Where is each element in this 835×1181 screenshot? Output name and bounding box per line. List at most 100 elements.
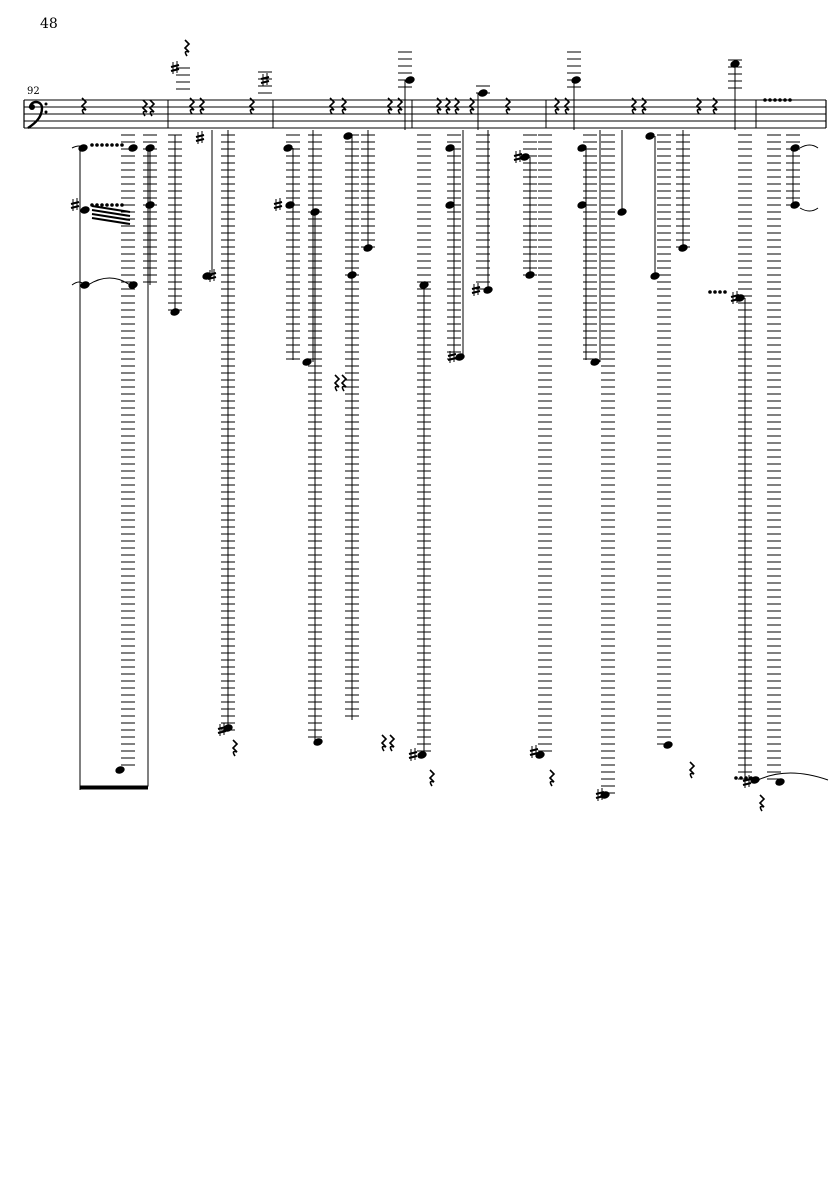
quarter-rest-icon [553, 97, 561, 115]
note-stems [79, 64, 794, 790]
notehead [645, 132, 655, 140]
notehead [343, 132, 353, 140]
notehead [445, 144, 455, 152]
notehead [128, 281, 138, 289]
dot [110, 203, 114, 207]
quarter-rest-icon [340, 374, 348, 392]
quarter-rest-icon [396, 97, 404, 115]
notehead [520, 153, 530, 161]
sharp-icon [513, 150, 523, 163]
beam [91, 205, 131, 213]
notehead [678, 244, 688, 252]
ledger-lines [121, 51, 800, 794]
tie [71, 145, 85, 149]
notehead [347, 271, 357, 279]
dot [723, 290, 727, 294]
sharp-icon [529, 745, 539, 758]
quarter-rest-icon [388, 734, 396, 752]
sharp-icon [447, 350, 457, 363]
notehead [577, 201, 587, 209]
quarter-rest-icon [435, 97, 443, 115]
notehead [790, 201, 800, 209]
notehead [617, 208, 627, 216]
quarter-rest-icon [453, 97, 461, 115]
notehead [202, 272, 212, 280]
sharp-icon [273, 198, 283, 211]
quarter-rest-icon [504, 97, 512, 115]
notehead [590, 358, 600, 366]
quarter-rest-icon [630, 97, 638, 115]
notehead [115, 766, 125, 774]
dot [734, 776, 738, 780]
quarter-rest-icon [141, 99, 149, 117]
quarter-rest-icon [333, 374, 341, 392]
beam [91, 217, 131, 225]
quarter-rest-icon [340, 97, 348, 115]
sharp-icon [70, 198, 80, 211]
dot [778, 98, 782, 102]
dot [744, 776, 748, 780]
notehead [650, 272, 660, 280]
notehead [577, 144, 587, 152]
dot [115, 143, 119, 147]
notehead [663, 741, 673, 749]
dot [739, 776, 743, 780]
notehead [445, 201, 455, 209]
dot [115, 203, 119, 207]
sharp-icon [408, 748, 418, 761]
quarter-rest-icon [428, 769, 436, 787]
dot [773, 98, 777, 102]
quarter-rest-icon [640, 97, 648, 115]
dot [708, 290, 712, 294]
notehead [302, 358, 312, 366]
notehead [285, 201, 295, 209]
quarter-rest-icon [548, 769, 556, 787]
quarter-rest-icon [758, 794, 766, 812]
dot [105, 143, 109, 147]
notehead [313, 738, 323, 746]
note-heads [78, 60, 800, 799]
notehead [170, 308, 180, 316]
quarter-rest-icon [688, 761, 696, 779]
measure-number: 92 [27, 86, 40, 97]
quarter-rest-icon [231, 739, 239, 757]
quarter-rest-icon [444, 97, 452, 115]
notation-marks [70, 39, 829, 812]
sharp-icon [471, 283, 481, 296]
dot [718, 290, 722, 294]
dot [763, 98, 767, 102]
dot [713, 290, 717, 294]
notehead [790, 144, 800, 152]
dot [120, 143, 124, 147]
quarter-rest-icon [328, 97, 336, 115]
sharp-icon [170, 61, 180, 74]
tie [799, 207, 819, 212]
tie [799, 144, 819, 149]
sharp-icon [207, 269, 217, 282]
quarter-rest-icon [80, 97, 88, 115]
dot [100, 203, 104, 207]
quarter-rest-icon [248, 97, 256, 115]
quarter-rest-icon [188, 97, 196, 115]
dot [783, 98, 787, 102]
sharp-icon [195, 131, 205, 144]
notehead [735, 294, 745, 302]
notehead [283, 144, 293, 152]
beam [91, 213, 131, 221]
dot [120, 203, 124, 207]
quarter-rest-icon [183, 39, 191, 57]
notehead [405, 76, 415, 84]
notehead [145, 201, 155, 209]
tie [87, 277, 131, 286]
dot [95, 143, 99, 147]
notehead [730, 60, 740, 68]
dot [100, 143, 104, 147]
notehead [419, 281, 429, 289]
page-number: 48 [40, 16, 58, 32]
notehead [525, 271, 535, 279]
notehead [128, 144, 138, 152]
dot [105, 203, 109, 207]
notehead [571, 76, 581, 84]
quarter-rest-icon [198, 97, 206, 115]
